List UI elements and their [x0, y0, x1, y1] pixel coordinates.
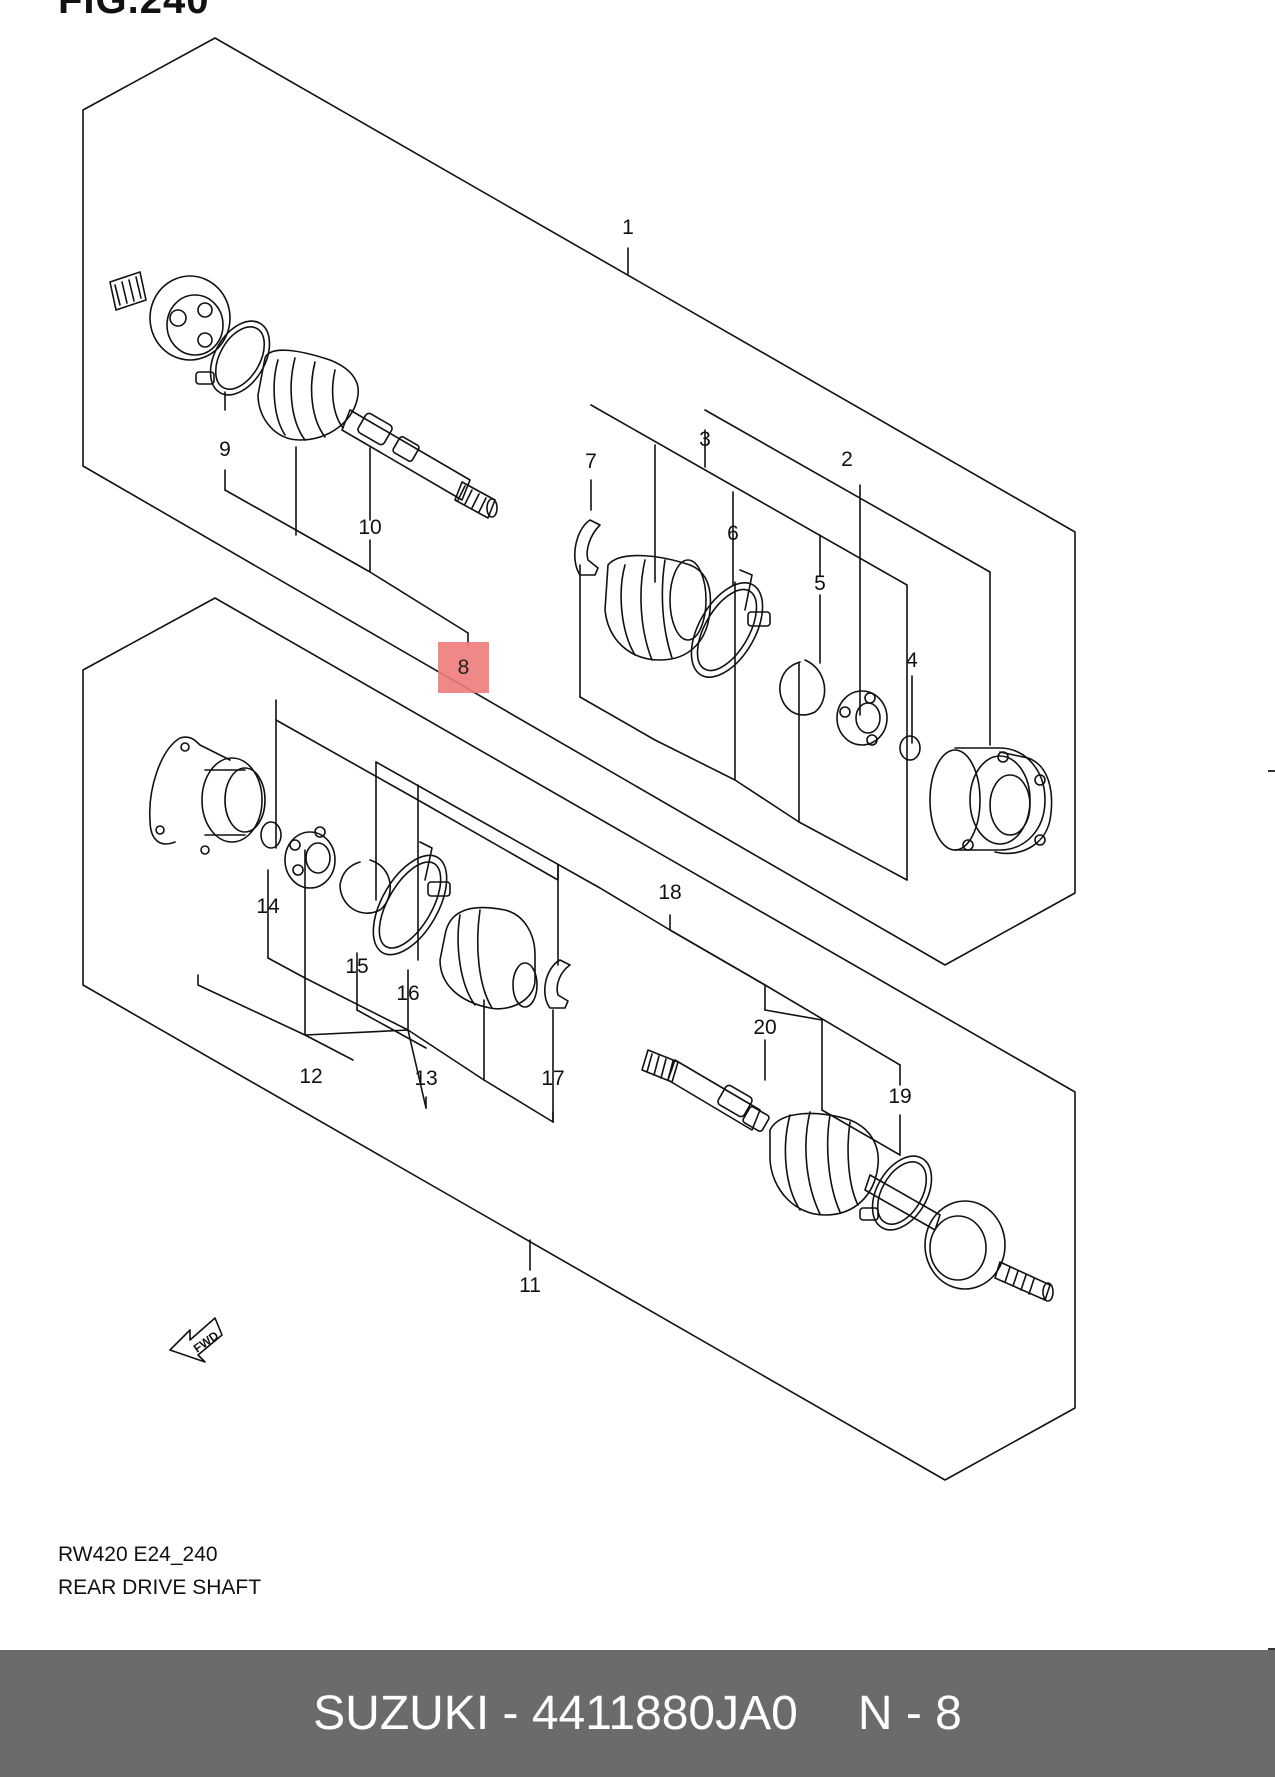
exploded-parts-diagram: FWD 1 2 3 4 5 6 7 9 10 11 12 13 14 15 16… [82, 37, 1076, 1481]
callout-12: 12 [299, 1065, 322, 1088]
callout-5: 5 [814, 572, 826, 595]
callout-11: 11 [519, 1274, 541, 1297]
lower-drive-shaft [641, 1049, 1054, 1302]
leader-lines [197, 247, 991, 1271]
footer-reference: N - 8 [857, 1687, 962, 1740]
callout-13: 13 [414, 1067, 437, 1090]
callout-1: 1 [622, 216, 634, 239]
callout-19: 19 [888, 1085, 911, 1108]
fwd-arrow [169, 1317, 223, 1363]
diagram-code: RW420 E24_240 [58, 1543, 218, 1566]
callout-20: 20 [753, 1016, 776, 1039]
callout-6: 6 [727, 522, 739, 545]
diagram-name: REAR DRIVE SHAFT [58, 1576, 262, 1599]
callout-4: 4 [906, 649, 918, 672]
lower-assembly-outline [82, 597, 1076, 1481]
callout-2: 2 [841, 448, 853, 471]
callout-14: 14 [256, 895, 280, 918]
upper-drive-shaft [109, 271, 498, 519]
footer-bar: SUZUKI - 4411880JA0 N - 8 [0, 1650, 1275, 1777]
callout-18: 18 [658, 881, 681, 904]
callout-17: 17 [541, 1067, 564, 1090]
callout-10: 10 [358, 516, 381, 539]
figure-title: FIG.240 [58, 0, 210, 22]
callout-7: 7 [585, 450, 597, 473]
edge-tick-mark [1268, 770, 1275, 772]
callout-9: 9 [219, 438, 231, 461]
callout-15: 15 [345, 955, 368, 978]
upper-inner-parts [574, 519, 1053, 855]
callout-3: 3 [699, 428, 711, 451]
upper-assembly-outline [82, 37, 1076, 966]
footer-part-number: SUZUKI - 4411880JA0 [313, 1687, 798, 1740]
callout-16: 16 [396, 982, 419, 1005]
edge-tick-mark [1268, 1648, 1275, 1650]
callout-8-highlighted[interactable]: 8 [457, 656, 470, 679]
lower-inner-parts [149, 736, 571, 1010]
highlight-box [438, 642, 489, 693]
